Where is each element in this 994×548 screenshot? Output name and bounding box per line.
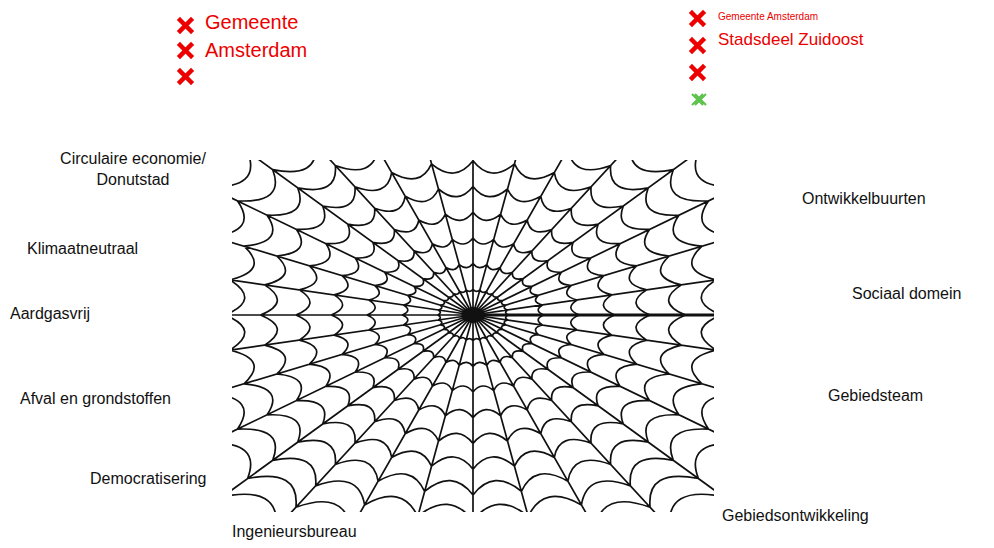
green-cross-symbol <box>692 94 706 105</box>
topic-label: Gebiedsteam <box>828 385 923 406</box>
logo-text: Gemeente Amsterdam <box>718 11 918 23</box>
topic-label: Circulaire economie/ Donutstad <box>42 148 224 190</box>
logo-text: Stadsdeel Zuidoost <box>718 30 938 50</box>
topic-label: Sociaal domein <box>852 283 961 304</box>
topic-label: Ontwikkelbuurten <box>802 188 926 209</box>
topic-label: Ingenieursbureau <box>232 521 357 542</box>
web-main-thread <box>473 314 714 317</box>
logo-text: Gemeente Amsterdam <box>205 8 355 64</box>
web-center <box>465 307 481 323</box>
web-threads <box>232 160 714 512</box>
topic-label: Klimaatneutraal <box>27 238 138 259</box>
topic-label: Aardgasvrij <box>10 303 90 324</box>
topic-label: Gebiedsontwikkeling <box>722 505 869 526</box>
topic-label: Democratisering <box>90 468 206 489</box>
topic-label: Afval en grondstoffen <box>20 388 171 409</box>
